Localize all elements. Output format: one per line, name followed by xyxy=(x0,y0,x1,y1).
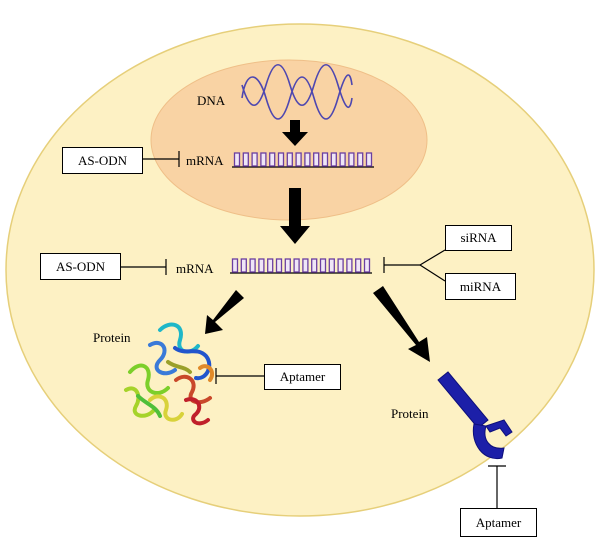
mrna-nucleotide xyxy=(295,152,302,167)
mrna-nucleotide xyxy=(346,258,353,273)
mrna-nucleotide xyxy=(365,152,373,167)
mrna-nucleotide xyxy=(330,152,337,167)
mrna-nucleotide xyxy=(311,258,318,273)
inhibition-line-as-odn-nucleus xyxy=(143,151,180,167)
mrna-nucleotide xyxy=(242,152,249,167)
mrna-strand-cytoplasm xyxy=(230,258,372,274)
inhibition-line-sirna-mirna xyxy=(383,249,446,282)
mrna-nucleotide xyxy=(363,258,371,273)
dna-label: DNA xyxy=(197,93,226,108)
mrna-nucleotide xyxy=(269,152,276,167)
mrna-nucleotide xyxy=(277,152,285,167)
mrna-nucleotide xyxy=(275,258,283,273)
mrna-nucleotide xyxy=(233,152,241,167)
protein-left-label: Protein xyxy=(93,330,131,345)
mrna-nucleotide xyxy=(258,258,265,273)
mrna-nucleotide xyxy=(313,152,320,167)
mrna-nucleotide xyxy=(337,258,344,273)
mrna-nucleotide xyxy=(240,258,247,273)
mrna-strand-nucleus xyxy=(232,152,374,168)
aptamer-left-box: Aptamer xyxy=(264,364,341,390)
inhibition-line-aptamer-right xyxy=(488,465,506,508)
mrna-nucleotide xyxy=(328,258,335,273)
mrna-nucleotide xyxy=(321,152,329,167)
mirna-box: miRNA xyxy=(445,273,516,300)
mrna-nucleotide xyxy=(293,258,300,273)
mrna-nucleotide xyxy=(302,258,309,273)
translation-arrow-right xyxy=(373,286,430,362)
translation-arrow-left xyxy=(205,290,244,334)
aptamer-right-box: Aptamer xyxy=(460,508,537,537)
mrna-nucleotide xyxy=(357,152,364,167)
receptor-protein-icon xyxy=(437,371,513,460)
as-odn-nucleus-box: AS-ODN xyxy=(62,147,143,174)
dna-helix-icon xyxy=(241,64,353,120)
as-odn-cytoplasm-box: AS-ODN xyxy=(40,253,121,280)
inhibition-line-as-odn-cytoplasm xyxy=(121,259,167,275)
inhibition-line-aptamer-left xyxy=(215,368,264,384)
mrna-nucleotide xyxy=(267,258,274,273)
mrna-nucleotide xyxy=(355,258,362,273)
transcription-arrow xyxy=(282,120,308,146)
mrna-nucleotide xyxy=(304,152,311,167)
mrna-nucleotide xyxy=(249,258,256,273)
mrna-nucleotide xyxy=(284,258,291,273)
mrna-nucleotide xyxy=(260,152,267,167)
mrna-nucleotide xyxy=(348,152,355,167)
protein-ribbon-icon xyxy=(124,322,215,426)
mrna-nucleotide xyxy=(339,152,346,167)
sirna-box: siRNA xyxy=(445,225,512,251)
mrna-nucleotide xyxy=(286,152,293,167)
mrna-cytoplasm-label: mRNA xyxy=(176,261,214,276)
mrna-nucleotide xyxy=(319,258,327,273)
mrna-nucleotide xyxy=(251,152,258,167)
protein-right-label: Protein xyxy=(391,406,429,421)
mrna-nucleus-label: mRNA xyxy=(186,153,224,168)
mrna-nucleotide xyxy=(231,258,239,273)
export-arrow xyxy=(280,188,310,244)
